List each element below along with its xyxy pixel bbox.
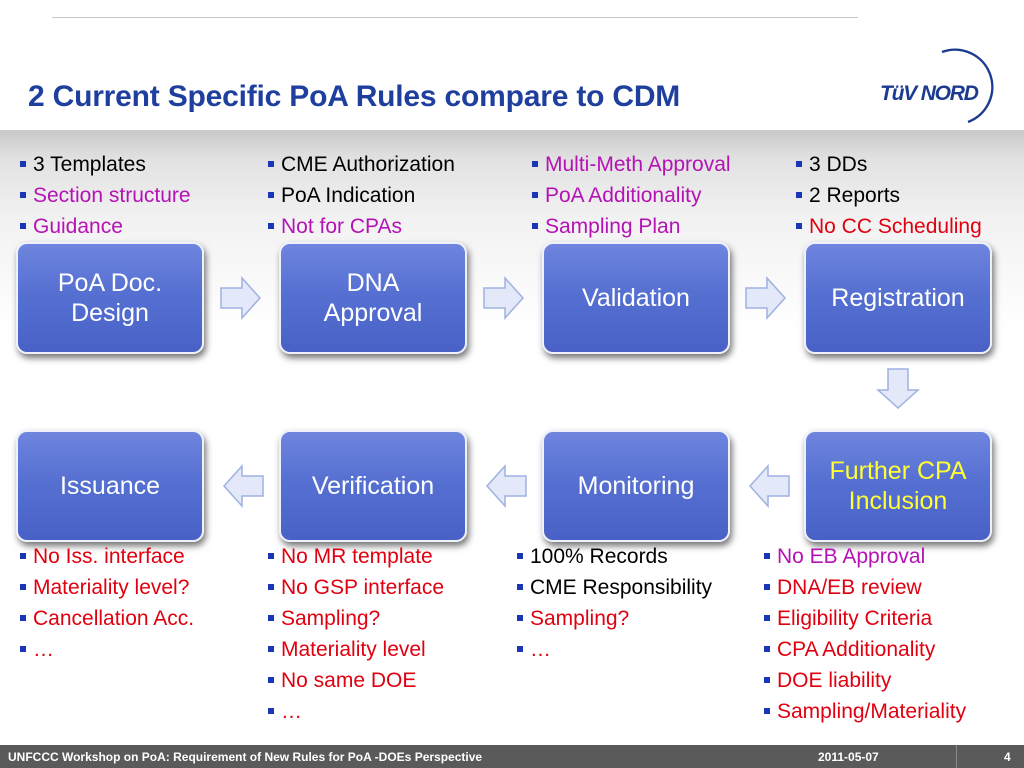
note-item: Guidance xyxy=(20,211,191,242)
slide-title: 2 Current Specific PoA Rules compare to … xyxy=(28,80,681,113)
step-label: Further CPA Inclusion xyxy=(829,457,967,515)
step-verification: Verification xyxy=(279,430,467,542)
note-item: Sampling/Materiality xyxy=(764,696,966,727)
note-item: CME Authorization xyxy=(268,149,455,180)
top-rule xyxy=(52,17,858,18)
step-label: Monitoring xyxy=(577,472,695,500)
footer-text: UNFCCC Workshop on PoA: Requirement of N… xyxy=(8,750,483,764)
footer-date: 2011-05-07 xyxy=(818,750,879,764)
note-item: 3 Templates xyxy=(20,149,191,180)
note-item: No EB Approval xyxy=(764,541,966,572)
down-arrow-icon xyxy=(876,368,920,410)
note-item: Cancellation Acc. xyxy=(20,603,194,634)
note-item: … xyxy=(517,634,712,665)
note-item: … xyxy=(20,634,194,665)
step-label: Verification xyxy=(311,472,435,500)
note-item: DOE liability xyxy=(764,665,966,696)
step-poa-doc-design: PoA Doc. Design xyxy=(16,242,204,354)
note-item: Multi-Meth Approval xyxy=(532,149,731,180)
tuv-nord-logo: TüV NORD xyxy=(880,82,979,105)
right-arrow-icon xyxy=(745,276,787,320)
step-label: Issuance xyxy=(59,472,161,500)
note-item: DNA/EB review xyxy=(764,572,966,603)
notes-poa-doc-design: 3 Templates Section structure Guidance xyxy=(20,149,191,242)
step-further-cpa-inclusion: Further CPA Inclusion xyxy=(804,430,992,542)
note-item: Materiality level xyxy=(268,634,444,665)
step-issuance: Issuance xyxy=(16,430,204,542)
note-item: Sampling? xyxy=(517,603,712,634)
note-item: No same DOE xyxy=(268,665,444,696)
note-item: 100% Records xyxy=(517,541,712,572)
note-item: Section structure xyxy=(20,180,191,211)
notes-further-cpa-inclusion: No EB Approval DNA/EB review Eligibility… xyxy=(764,541,966,727)
notes-dna-approval: CME Authorization PoA Indication Not for… xyxy=(268,149,455,242)
note-item: PoA Additionality xyxy=(532,180,731,211)
note-item: No MR template xyxy=(268,541,444,572)
right-arrow-icon xyxy=(483,276,525,320)
note-item: No GSP interface xyxy=(268,572,444,603)
note-item: Sampling? xyxy=(268,603,444,634)
note-item: CPA Additionality xyxy=(764,634,966,665)
note-item: Eligibility Criteria xyxy=(764,603,966,634)
note-item: No CC Scheduling xyxy=(796,211,982,242)
step-registration: Registration xyxy=(804,242,992,354)
step-label: PoA Doc. Design xyxy=(57,269,163,327)
footer-divider xyxy=(956,745,957,768)
page-number: 4 xyxy=(1004,750,1011,764)
note-item: No Iss. interface xyxy=(20,541,194,572)
left-arrow-icon xyxy=(748,464,790,508)
step-dna-approval: DNA Approval xyxy=(279,242,467,354)
step-label: Registration xyxy=(831,284,965,312)
left-arrow-icon xyxy=(485,464,527,508)
footer-bar: UNFCCC Workshop on PoA: Requirement of N… xyxy=(0,745,1024,768)
note-item: Materiality level? xyxy=(20,572,194,603)
step-monitoring: Monitoring xyxy=(542,430,730,542)
step-validation: Validation xyxy=(542,242,730,354)
notes-validation: Multi-Meth Approval PoA Additionality Sa… xyxy=(532,149,731,242)
note-item: 3 DDs xyxy=(796,149,982,180)
note-item: Sampling Plan xyxy=(532,211,731,242)
notes-monitoring: 100% Records CME Responsibility Sampling… xyxy=(517,541,712,665)
note-item: 2 Reports xyxy=(796,180,982,211)
tuv-nord-logo-arc-icon xyxy=(941,48,994,124)
step-label: DNA Approval xyxy=(323,269,423,327)
note-item: Not for CPAs xyxy=(268,211,455,242)
notes-registration: 3 DDs 2 Reports No CC Scheduling xyxy=(796,149,982,242)
notes-verification: No MR template No GSP interface Sampling… xyxy=(268,541,444,727)
note-item: PoA Indication xyxy=(268,180,455,211)
left-arrow-icon xyxy=(222,464,264,508)
note-item: CME Responsibility xyxy=(517,572,712,603)
right-arrow-icon xyxy=(220,276,262,320)
note-item: … xyxy=(268,696,444,727)
notes-issuance: No Iss. interface Materiality level? Can… xyxy=(20,541,194,665)
step-label: Validation xyxy=(582,284,690,312)
